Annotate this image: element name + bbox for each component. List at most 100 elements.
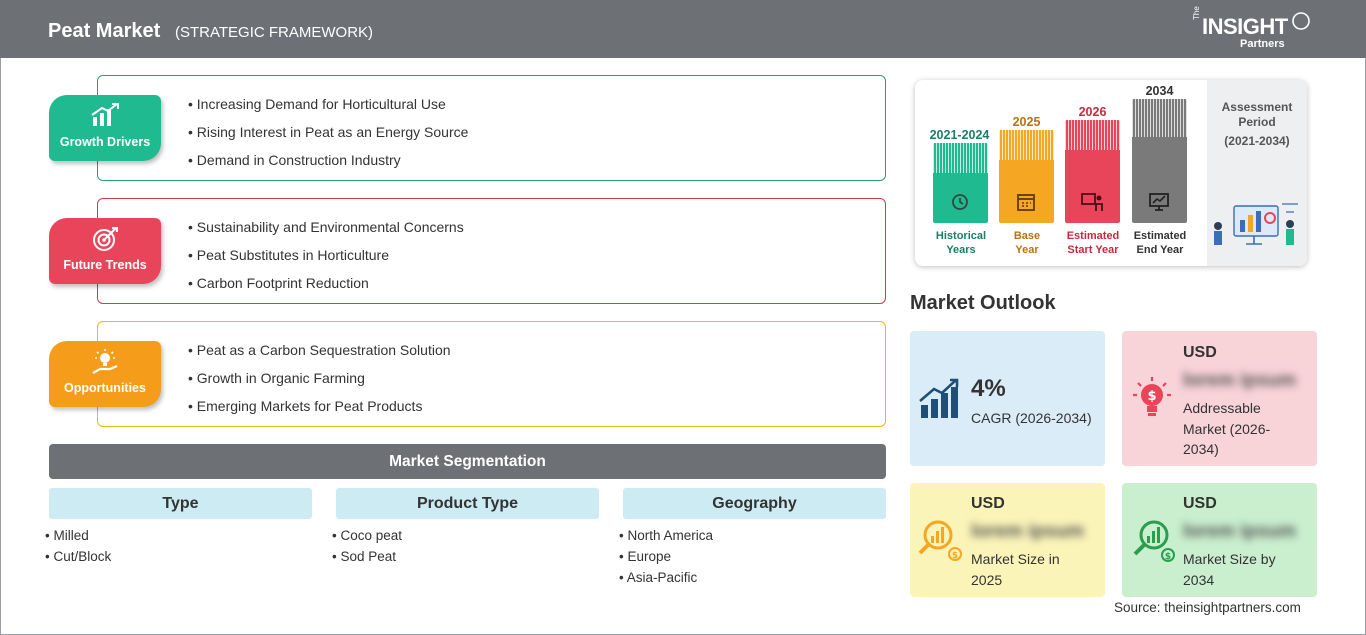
analytics-people-icon	[1214, 203, 1298, 245]
header-bar: Peat Market (STRATEGIC FRAMEWORK) The IN…	[0, 0, 1366, 58]
caption-line: Estimated	[1066, 230, 1120, 242]
magnifier-chart-icon: $	[918, 520, 962, 561]
logo-suffix: Partners	[1240, 38, 1285, 50]
opportunities-list: Peat as a Carbon Sequestration Solution …	[188, 336, 451, 420]
list-item: Sustainability and Environmental Concern…	[188, 213, 464, 241]
segment-product-type-header: Product Type	[336, 488, 599, 519]
bar-stripes	[1065, 120, 1120, 150]
segment-geography-header: Geography	[623, 488, 886, 519]
monitor-chart-icon	[1146, 191, 1172, 213]
size-2025-label: Market Size in 2025	[971, 551, 1060, 588]
assessment-line: Assessment	[1221, 100, 1293, 114]
list-item: North America	[619, 525, 886, 546]
timeline-bar-base	[999, 130, 1054, 223]
segmentation-title: Market Segmentation	[49, 444, 886, 479]
list-item: Peat as a Carbon Sequestration Solution	[188, 336, 451, 364]
addressable-label: Addressable Market (2026-2034)	[1183, 400, 1271, 457]
caption-line: End Year	[1136, 244, 1184, 256]
caption-line: Years	[946, 244, 976, 256]
logo-name: INSIGHT	[1202, 14, 1288, 39]
presentation-icon	[1079, 191, 1105, 213]
svg-text:$: $	[1147, 389, 1156, 404]
caption-line: Start Year	[1067, 244, 1119, 256]
idea-dollar-icon: $	[1133, 377, 1171, 416]
market-size-2034-card: $ USD lorem ipsum Market Size by 2034	[1122, 483, 1317, 597]
list-item: Increasing Demand for Horticultural Use	[188, 90, 468, 118]
history-icon	[947, 191, 973, 213]
future-trends-badge: Future Trends	[49, 218, 161, 284]
source-note: Source: theinsightpartners.com	[1114, 600, 1301, 615]
list-item: Cut/Block	[45, 546, 312, 567]
cagr-card: 4% CAGR (2026-2034)	[910, 331, 1105, 466]
list-item: Asia-Pacific	[619, 567, 886, 588]
future-trends-label: Future Trends	[63, 258, 147, 272]
list-item: Europe	[619, 546, 886, 567]
timeline-year-start: 2026	[1078, 105, 1107, 119]
timeline-caption-base: Base Year	[991, 229, 1063, 257]
target-icon	[49, 226, 161, 255]
logo-arc-icon	[1292, 12, 1310, 30]
caption-line: Base	[1013, 230, 1041, 242]
svg-text:$: $	[1165, 552, 1171, 562]
size-2025-currency: USD	[971, 495, 1005, 512]
market-size-2025-card: $ USD lorem ipsum Market Size in 2025	[910, 483, 1105, 597]
caption-line: Year	[1015, 244, 1039, 256]
page-subtitle: (STRATEGIC FRAMEWORK)	[175, 24, 374, 41]
lightbulb-hand-icon	[49, 349, 161, 380]
magnifier-chart-icon: $	[1133, 520, 1175, 562]
timeline-year-base: 2025	[1012, 115, 1041, 129]
size-2034-currency: USD	[1183, 495, 1217, 512]
growth-drivers-badge: Growth Drivers	[49, 95, 161, 161]
timeline-bar-historical	[933, 143, 988, 223]
list-item: Demand in Construction Industry	[188, 146, 468, 174]
cagr-label: CAGR (2026-2034)	[971, 410, 1092, 426]
segment-type-header: Type	[49, 488, 312, 519]
assessment-line: (2021-2034)	[1224, 134, 1290, 148]
svg-text:$: $	[952, 551, 958, 561]
logo-prefix: The	[1192, 6, 1201, 20]
page-title: Peat Market	[48, 20, 161, 42]
segment-geography: Geography North America Europe Asia-Paci…	[623, 488, 886, 588]
bar-stripes	[1132, 99, 1187, 137]
timeline-year-historical: 2021-2024	[929, 128, 990, 142]
list-item: Growth in Organic Farming	[188, 364, 451, 392]
timeline-bar-end	[1132, 99, 1187, 223]
size-2034-value: lorem ipsum	[1183, 521, 1296, 542]
calendar-icon	[1013, 191, 1039, 213]
list-item: Milled	[45, 525, 312, 546]
segment-product-type: Product Type Coco peat Sod Peat	[336, 488, 599, 567]
addressable-value: lorem ipsum	[1183, 370, 1296, 391]
assessment-period-label: Assessment Period (2021-2034)	[1207, 100, 1307, 149]
assessment-line: Period	[1238, 115, 1276, 129]
list-item: Peat Substitutes in Horticulture	[188, 241, 464, 269]
list-item: Coco peat	[332, 525, 599, 546]
timeline-bar-start	[1065, 120, 1120, 223]
growth-chart-icon	[49, 103, 161, 130]
addressable-market-card: $ USD lorem ipsum Addressable Market (20…	[1122, 331, 1317, 466]
segment-product-type-list: Coco peat Sod Peat	[332, 525, 599, 567]
market-outlook-title: Market Outlook	[910, 292, 1056, 314]
growth-drivers-label: Growth Drivers	[59, 135, 151, 149]
bar-stripes	[933, 143, 988, 173]
insight-partners-logo: The INSIGHT Partners	[1192, 6, 1312, 52]
timeline-caption-end: Estimated End Year	[1125, 229, 1195, 257]
list-item: Carbon Footprint Reduction	[188, 269, 464, 297]
caption-line: Historical	[935, 230, 987, 242]
list-item: Sod Peat	[332, 546, 599, 567]
cagr-value: 4%	[971, 375, 1006, 402]
size-2025-value: lorem ipsum	[971, 521, 1084, 542]
list-item: Rising Interest in Peat as an Energy Sou…	[188, 118, 469, 146]
opportunities-badge: Opportunities	[49, 341, 161, 407]
segment-type-list: Milled Cut/Block	[45, 525, 312, 567]
timeline-caption-historical: Historical Years	[925, 229, 997, 257]
opportunities-label: Opportunities	[64, 381, 146, 395]
timeline-year-end: 2034	[1145, 84, 1174, 98]
list-item: Emerging Markets for Peat Products	[188, 392, 451, 420]
growth-drivers-list: Increasing Demand for Horticultural Use …	[188, 90, 469, 174]
segment-geography-list: North America Europe Asia-Pacific	[619, 525, 886, 588]
size-2034-label: Market Size by 2034	[1183, 551, 1276, 588]
timeline-caption-start: Estimated Start Year	[1058, 229, 1128, 257]
segment-type: Type Milled Cut/Block	[49, 488, 312, 567]
future-trends-list: Sustainability and Environmental Concern…	[188, 213, 464, 297]
caption-line: Estimated	[1133, 230, 1187, 242]
